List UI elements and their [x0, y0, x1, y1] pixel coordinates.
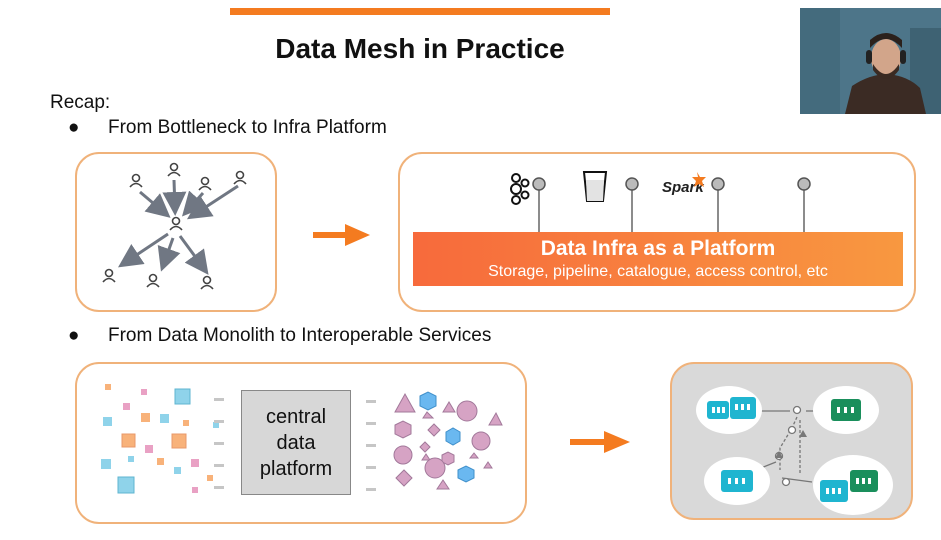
presenter-webcam	[800, 8, 941, 114]
bullet-text-1: From Bottleneck to Infra Platform	[108, 117, 387, 138]
central-data-platform: central data platform	[241, 390, 351, 495]
bullet-icon: ●	[68, 117, 80, 138]
services-box	[670, 362, 913, 520]
bullet-item-2: ● From Data Monolith to Interoperable Ser…	[68, 325, 491, 347]
infra-title: Data Infra as a Platform	[540, 237, 776, 260]
bottleneck-box	[75, 152, 277, 312]
top-accent-bar	[230, 8, 610, 15]
arrow-right-icon	[570, 431, 630, 453]
slide-title: Data Mesh in Practice	[275, 33, 565, 64]
presenter-silhouette	[800, 8, 941, 114]
arrow-right-icon	[313, 224, 370, 246]
infra-subtitle: Storage, pipeline, catalogue, access con…	[488, 263, 828, 280]
bullet-icon: ●	[68, 325, 80, 346]
recap-label: Recap:	[50, 92, 111, 113]
bullet-item-1: ● From Bottleneck to Infra Platform	[68, 117, 387, 139]
infra-platform-bar: Data Infra as a Platform Storage, pipeli…	[413, 232, 903, 286]
bullet-text-2: From Data Monolith to Interoperable Serv…	[108, 325, 492, 346]
